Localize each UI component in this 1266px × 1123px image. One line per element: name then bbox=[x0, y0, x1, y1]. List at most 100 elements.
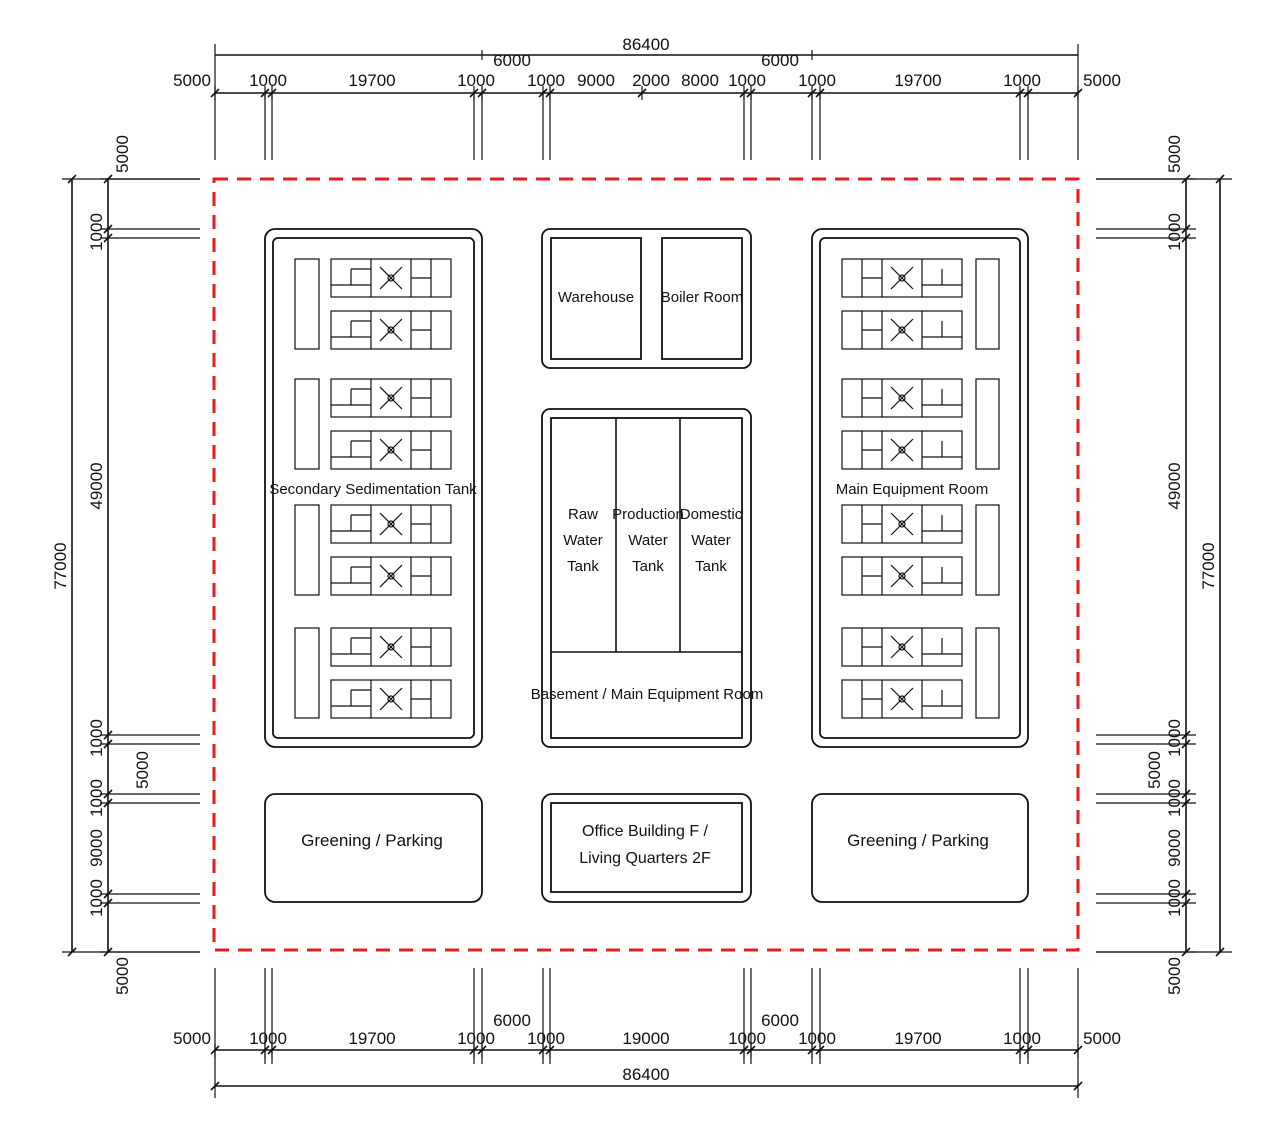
warehouse-label: Warehouse bbox=[558, 289, 634, 306]
fan-hub bbox=[898, 643, 906, 651]
sedimentation-channel bbox=[294, 627, 320, 719]
equipment-cell bbox=[841, 378, 963, 418]
equipment-channel bbox=[975, 504, 1000, 596]
site-boundary bbox=[212, 177, 1080, 952]
domestic-water-tank-label-3: Tank bbox=[695, 558, 727, 575]
bottom-dim-2: 1000 bbox=[249, 1029, 287, 1048]
warehouse-boiler-block: Warehouse Boiler Room bbox=[541, 228, 752, 369]
equipment-cell bbox=[841, 310, 963, 350]
fan-blade bbox=[890, 512, 914, 536]
fan-blade bbox=[379, 318, 403, 342]
fan-blade bbox=[890, 687, 914, 711]
bottom-total-dimension: 86400 bbox=[622, 1065, 669, 1084]
left-dim-8: 1000 bbox=[87, 879, 106, 917]
dimension-tick bbox=[1215, 947, 1225, 957]
left-dim-7: 9000 bbox=[87, 829, 106, 867]
top-dim-3: 19700 bbox=[348, 71, 395, 90]
top-dim-1: 5000 bbox=[173, 71, 211, 90]
tank-cell bbox=[330, 430, 452, 470]
bottom-dimension-chain: 6000 6000 5000 1000 19700 1000 1000 1900… bbox=[173, 968, 1121, 1098]
top-dim-13: 5000 bbox=[1083, 71, 1121, 90]
fan-blade bbox=[890, 564, 914, 588]
fan-hub bbox=[898, 520, 906, 528]
office-label-line-1: Office Building F / bbox=[582, 823, 709, 840]
top-dimension-chain: 86400 6000 6000 5000 1000 19700 1000 100… bbox=[173, 35, 1121, 160]
secondary-sedimentation-block: Secondary Sedimentation Tank bbox=[264, 228, 483, 748]
left-dim-3: 49000 bbox=[87, 462, 106, 509]
top-span-dimension-b: 6000 bbox=[761, 51, 799, 70]
top-span-dimension-a: 6000 bbox=[493, 51, 531, 70]
left-dim-4: 1000 bbox=[87, 719, 106, 757]
top-dim-5: 1000 bbox=[527, 71, 565, 90]
greening-parking-left-label: Greening / Parking bbox=[301, 831, 443, 850]
tank-cell bbox=[330, 627, 452, 667]
top-dim-6: 9000 bbox=[577, 71, 615, 90]
left-dim-1: 5000 bbox=[113, 135, 132, 173]
equipment-cell bbox=[841, 430, 963, 470]
bottom-span-dimension-b: 6000 bbox=[761, 1011, 799, 1030]
tank-cell bbox=[330, 504, 452, 544]
fan-hub bbox=[898, 572, 906, 580]
greening-parking-right: Greening / Parking bbox=[811, 793, 1029, 903]
equipment-channel bbox=[975, 258, 1000, 350]
greening-parking-left: Greening / Parking bbox=[264, 793, 483, 903]
right-dim-9: 5000 bbox=[1165, 957, 1184, 995]
bottom-dim-1: 5000 bbox=[173, 1029, 211, 1048]
fan-blade bbox=[890, 438, 914, 462]
right-dim-2: 1000 bbox=[1165, 213, 1184, 251]
left-total-dimension: 77000 bbox=[51, 542, 70, 589]
top-dim-4: 1000 bbox=[457, 71, 495, 90]
fan-hub bbox=[387, 695, 395, 703]
fan-hub bbox=[387, 520, 395, 528]
tank-cell bbox=[330, 310, 452, 350]
dimension-tick bbox=[210, 1081, 220, 1091]
fan-hub bbox=[898, 274, 906, 282]
equipment-cell bbox=[841, 556, 963, 596]
main-equipment-block: Main Equipment Room bbox=[811, 228, 1029, 748]
fan-hub bbox=[387, 274, 395, 282]
office-building: Office Building F / Living Quarters 2F bbox=[541, 793, 752, 903]
raw-water-tank-label-1: Raw bbox=[568, 506, 598, 523]
tank-cell bbox=[330, 679, 452, 719]
left-dim-5: 5000 bbox=[133, 751, 152, 789]
left-dim-9: 5000 bbox=[113, 957, 132, 995]
fan-hub bbox=[898, 394, 906, 402]
fan-hub bbox=[898, 446, 906, 454]
top-dim-2: 1000 bbox=[249, 71, 287, 90]
fan-blade bbox=[379, 687, 403, 711]
basement-label: Basement / Main Equipment Room bbox=[531, 686, 764, 703]
production-water-tank-label-1: Production bbox=[612, 506, 684, 523]
boiler-room-label: Boiler Room bbox=[661, 289, 744, 306]
tank-cell bbox=[330, 556, 452, 596]
dimension-tick bbox=[1215, 174, 1225, 184]
office-label-line-2: Living Quarters 2F bbox=[579, 850, 711, 867]
fan-hub bbox=[387, 394, 395, 402]
greening-parking-right-label: Greening / Parking bbox=[847, 831, 989, 850]
equipment-channel bbox=[975, 627, 1000, 719]
bottom-dim-7: 1000 bbox=[728, 1029, 766, 1048]
production-water-tank-label-2: Water bbox=[628, 532, 667, 549]
bottom-dim-6: 19000 bbox=[622, 1029, 669, 1048]
equipment-cell bbox=[841, 504, 963, 544]
bottom-dim-4: 1000 bbox=[457, 1029, 495, 1048]
top-dim-10: 1000 bbox=[798, 71, 836, 90]
fan-blade bbox=[379, 438, 403, 462]
right-dim-1: 5000 bbox=[1165, 135, 1184, 173]
fan-hub bbox=[898, 695, 906, 703]
main-equipment-room-label: Main Equipment Room bbox=[836, 481, 989, 498]
left-dim-6: 1000 bbox=[87, 779, 106, 817]
bottom-dim-10: 1000 bbox=[1003, 1029, 1041, 1048]
fan-blade bbox=[379, 635, 403, 659]
right-dim-8: 1000 bbox=[1165, 879, 1184, 917]
fan-blade bbox=[379, 512, 403, 536]
fan-blade bbox=[379, 564, 403, 588]
right-dim-6: 1000 bbox=[1165, 779, 1184, 817]
fan-hub bbox=[387, 572, 395, 580]
right-dimension-chain: 77000 5000 1000 49000 1000 5000 1000 900… bbox=[1096, 135, 1232, 995]
bottom-dim-11: 5000 bbox=[1083, 1029, 1121, 1048]
equipment-cell bbox=[841, 679, 963, 719]
top-dim-12: 1000 bbox=[1003, 71, 1041, 90]
fan-hub bbox=[387, 643, 395, 651]
sedimentation-channel bbox=[294, 258, 320, 350]
secondary-sedimentation-tank-label: Secondary Sedimentation Tank bbox=[269, 481, 477, 498]
